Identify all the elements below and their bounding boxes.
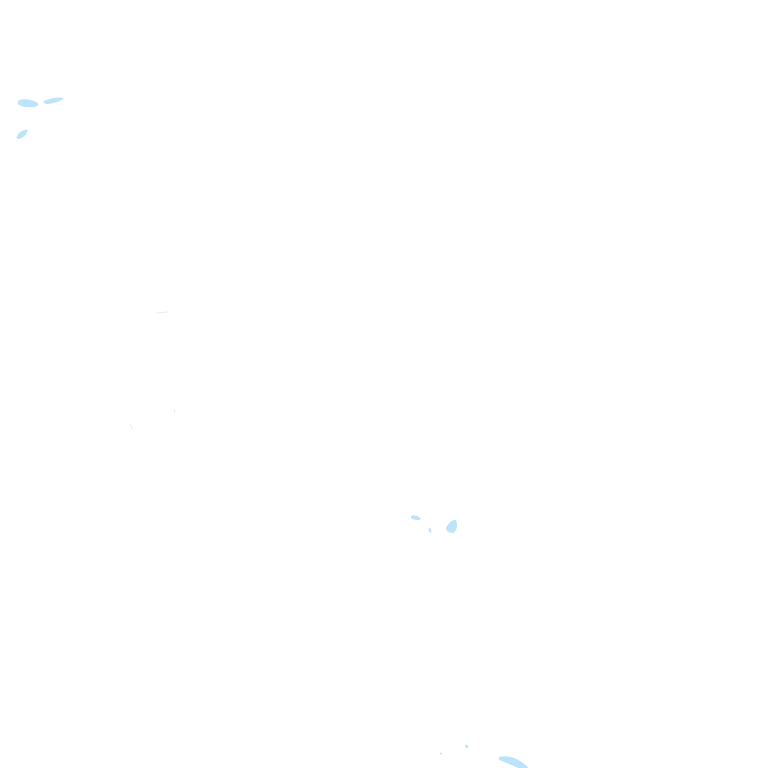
water-body (465, 744, 469, 748)
water-body (411, 515, 421, 521)
faint-line (155, 311, 169, 314)
water-body (428, 528, 432, 533)
faint-line (173, 408, 176, 414)
water-body (16, 129, 28, 139)
water-body (499, 756, 528, 768)
water-body (446, 519, 457, 533)
faint-line (129, 423, 134, 431)
water-body (440, 752, 442, 755)
water-body (43, 97, 64, 104)
water-body (18, 99, 39, 108)
